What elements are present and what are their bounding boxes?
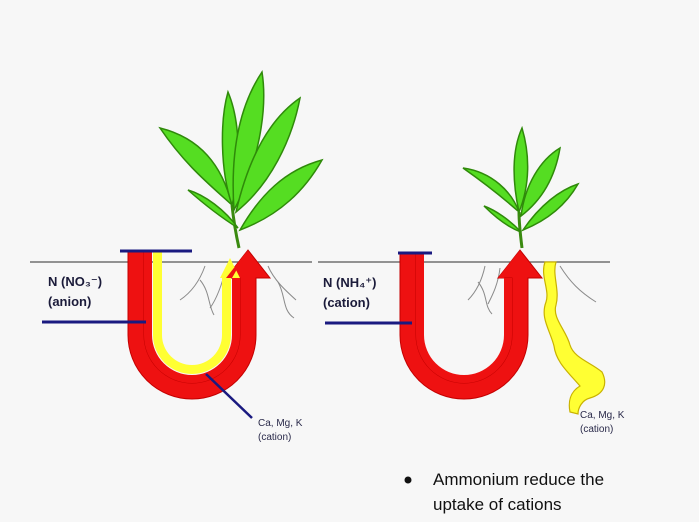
- left-leaf-5: [238, 158, 324, 232]
- left-nutrient-type: (anion): [48, 294, 91, 309]
- right-leaf-1: [462, 167, 520, 213]
- right-leaf-4: [520, 182, 580, 232]
- right-plant: [462, 125, 580, 249]
- right-cation-flow: [543, 261, 606, 415]
- bullet-line-1: Ammonium reduce the: [433, 470, 604, 489]
- left-nutrient-label: N (NO₃⁻): [48, 274, 102, 289]
- right-leaf-2: [513, 125, 529, 215]
- right-cation-type: (cation): [580, 424, 613, 435]
- right-nutrient-label: N (NH₄⁺): [323, 275, 377, 290]
- left-cation-type: (cation): [258, 432, 291, 443]
- left-leaf-4: [234, 96, 302, 214]
- right-cation-label: Ca, Mg, K: [580, 410, 625, 421]
- right-roots: [467, 265, 597, 315]
- right-leaf-5: [483, 205, 522, 233]
- left-leaf-6: [187, 189, 239, 229]
- bullet-line-2: uptake of cations: [433, 495, 562, 514]
- right-leaf-3: [520, 146, 562, 218]
- left-leaf-1: [158, 126, 234, 208]
- left-plant: [158, 69, 324, 249]
- bullet-dot: [404, 476, 412, 484]
- left-u-arrow: [120, 249, 272, 400]
- right-nutrient-type: (cation): [323, 295, 370, 310]
- left-cation-pointer: [205, 373, 253, 419]
- right-u-arrow: [398, 249, 544, 400]
- left-cation-label: Ca, Mg, K: [258, 418, 303, 429]
